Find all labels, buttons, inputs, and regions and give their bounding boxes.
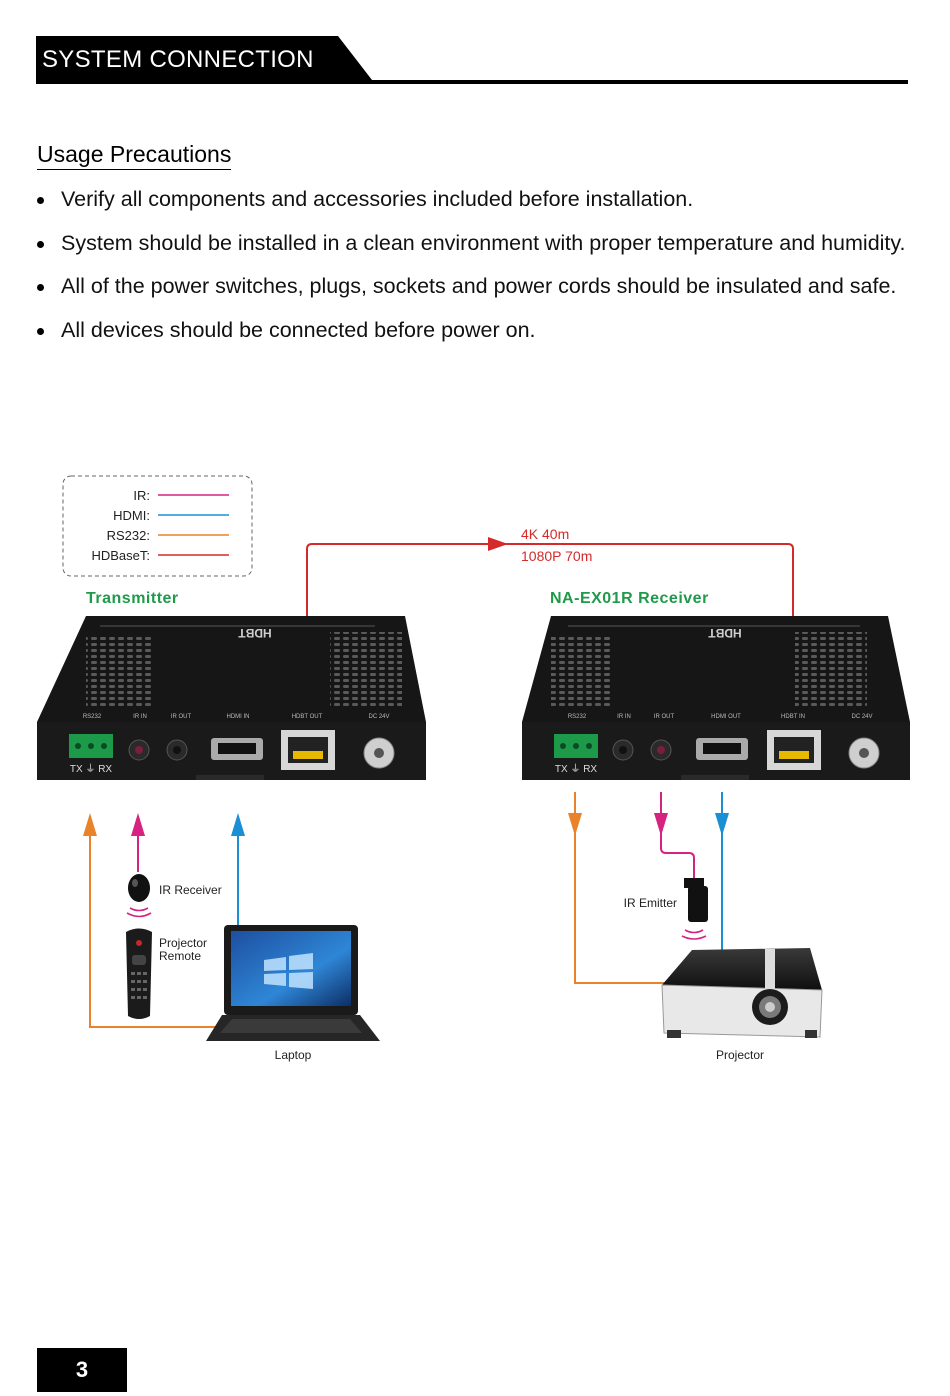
- port-label: IR IN: [617, 714, 631, 720]
- port-label: HDMI IN: [227, 714, 250, 720]
- list-item: System should be installed in a clean en…: [37, 222, 907, 266]
- receiver-brand-logo: HDBT: [708, 626, 742, 640]
- page-number-box: [37, 1348, 127, 1392]
- dc-power-jack-icon: [848, 737, 880, 769]
- distance-1080p-label: 1080P 70m: [521, 548, 592, 564]
- bullet-icon: [37, 240, 44, 248]
- transmitter-cables: [83, 813, 245, 1028]
- laptop-icon: [206, 925, 380, 1041]
- list-item: Verify all components and accessories in…: [37, 178, 907, 222]
- transmitter-title: Transmitter: [86, 590, 179, 607]
- transmitter-device: Transmitter HDBT RS232 IR IN IR OUT HDMI…: [37, 590, 426, 780]
- hdbt-in-port-icon: [767, 730, 821, 770]
- ir-receiver-icon: [126, 874, 152, 918]
- txrx-label: TX ⏚ RX: [555, 763, 598, 775]
- hdbt-out-port-icon: [281, 730, 335, 770]
- transmitter-brand-logo: HDBT: [238, 626, 272, 640]
- legend-ir-label: IR:: [133, 488, 150, 503]
- receiver-cables: [568, 792, 729, 984]
- transmitter-port-labels: RS232 IR IN IR OUT HDMI IN HDBT OUT DC 2…: [83, 714, 390, 720]
- laptop-label: Laptop: [275, 1048, 312, 1062]
- ir-out-jack-icon: [166, 739, 188, 761]
- projector-remote-label-line1: Projector: [159, 936, 207, 950]
- txrx-label: TX ⏚ RX: [70, 763, 113, 775]
- list-item: All devices should be connected before p…: [37, 309, 907, 353]
- receiver-port-labels: RS232 IR IN IR OUT HDMI OUT HDBT IN DC 2…: [568, 714, 873, 720]
- port-label: HDMI OUT: [711, 714, 741, 720]
- port-label: HDBT OUT: [292, 714, 323, 720]
- ir-receiver-label: IR Receiver: [159, 883, 222, 897]
- section-header-title: SYSTEM CONNECTION: [42, 46, 314, 73]
- port-label: HDBT IN: [781, 714, 805, 720]
- rs232-terminal-icon: [554, 734, 598, 758]
- usage-precautions-heading: Usage Precautions: [37, 140, 232, 170]
- port-label: RS232: [83, 714, 102, 720]
- precautions-list: Verify all components and accessories in…: [37, 178, 907, 352]
- legend-hdmi-label: HDMI:: [113, 508, 150, 523]
- ir-emitter-icon: [681, 878, 708, 940]
- connection-diagram: IR: HDMI: RS232: HDBaseT: 4K 40m 1080P 7…: [37, 475, 910, 1062]
- ir-emitter-label: IR Emitter: [624, 896, 677, 910]
- distance-4k-label: 4K 40m: [521, 526, 569, 542]
- port-label: IR OUT: [171, 714, 192, 720]
- bullet-icon: [37, 197, 44, 204]
- ir-in-jack-icon: [612, 739, 634, 761]
- receiver-title: NA-EX01R Receiver: [550, 590, 709, 607]
- port-label: DC 24V: [368, 714, 389, 720]
- header-bar: [36, 36, 908, 84]
- legend-hdbaset-label: HDBaseT:: [91, 548, 150, 563]
- port-label: DC 24V: [851, 714, 872, 720]
- projector-remote-label-line2: Remote: [159, 949, 201, 963]
- projector-label: Projector: [716, 1048, 764, 1062]
- hdbaset-link: 4K 40m 1080P 70m: [306, 526, 794, 740]
- legend-rs232-label: RS232:: [107, 528, 150, 543]
- page-number: 3: [75, 1357, 89, 1382]
- projector-remote-icon: [126, 928, 152, 1019]
- hdmi-in-port-icon: [211, 738, 263, 760]
- ir-out-jack-icon: [650, 739, 672, 761]
- projector-icon: [661, 948, 823, 1038]
- cable-legend: IR: HDMI: RS232: HDBaseT:: [62, 475, 253, 577]
- receiver-device: NA-EX01R Receiver HDBT RS232 IR IN IR OU…: [522, 590, 910, 780]
- bullet-icon: [37, 327, 44, 335]
- list-item: All of the power switches, plugs, socket…: [37, 265, 907, 309]
- port-label: IR OUT: [654, 714, 675, 720]
- ir-in-jack-icon: [128, 739, 150, 761]
- dc-power-jack-icon: [363, 737, 395, 769]
- rs232-terminal-icon: [69, 734, 113, 758]
- port-label: RS232: [568, 714, 587, 720]
- bullet-icon: [37, 284, 44, 291]
- hdmi-out-port-icon: [696, 738, 748, 760]
- port-label: IR IN: [133, 714, 147, 720]
